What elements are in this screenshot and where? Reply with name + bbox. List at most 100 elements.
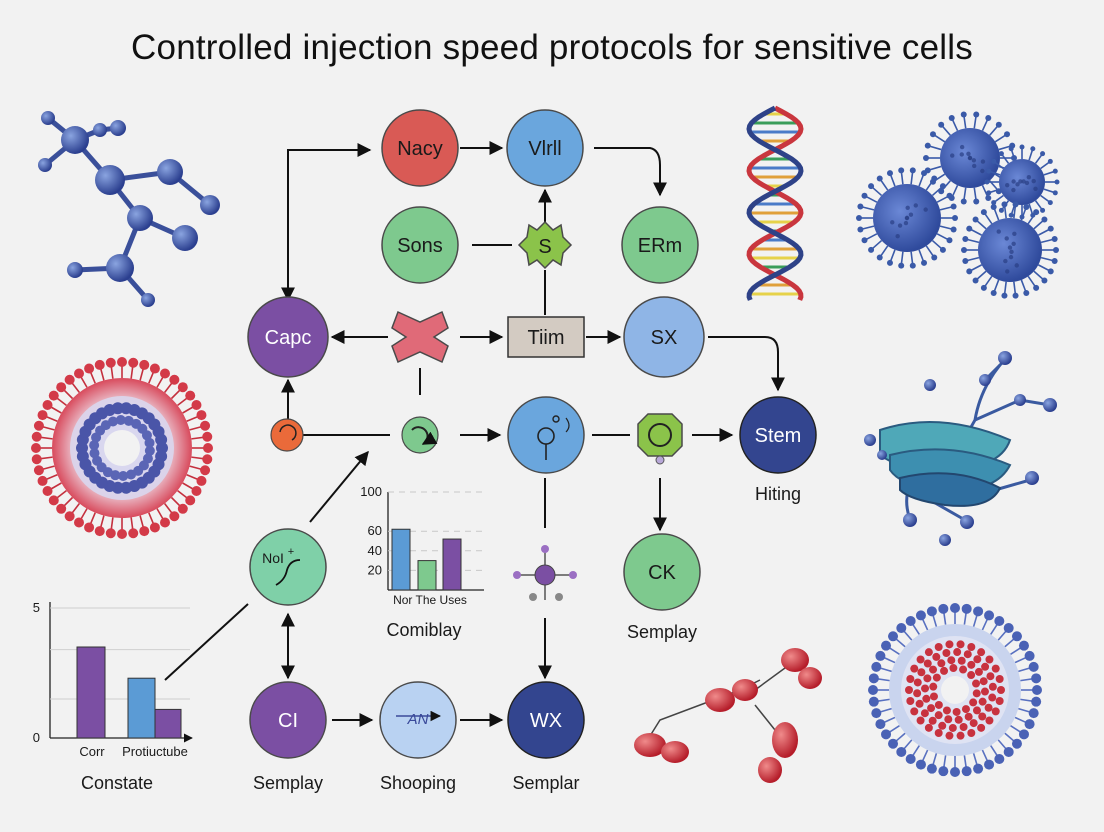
gear-hole xyxy=(648,423,672,447)
node-label: S xyxy=(538,236,551,258)
chart-x-label: Nor The Uses xyxy=(393,593,467,607)
node-box xyxy=(507,316,585,358)
node-label: CK xyxy=(648,562,676,584)
node-sx: SX xyxy=(623,296,705,378)
atom xyxy=(534,564,556,586)
dna-helix-icon xyxy=(746,105,804,301)
gear-icon xyxy=(517,220,573,270)
node-lightbulb xyxy=(507,396,585,474)
bar xyxy=(154,708,182,739)
node-capc: Capc xyxy=(247,296,329,378)
node-symbol: AN xyxy=(407,711,429,728)
node-erm: ERm xyxy=(621,206,699,284)
bulb-arc xyxy=(565,417,570,433)
chart-constate: 0 5 Corr Protiuctube Constate xyxy=(33,600,193,793)
node-circle xyxy=(249,681,327,759)
bar xyxy=(127,677,156,739)
protein-ribbon-icon xyxy=(864,351,1057,546)
node-circle xyxy=(379,681,457,759)
atom xyxy=(513,571,521,579)
y-tick-label: 20 xyxy=(368,562,382,577)
node-circle xyxy=(401,416,439,454)
node-label: Nacy xyxy=(397,138,443,160)
node-noi: NoI + xyxy=(249,528,327,606)
node-circle xyxy=(247,296,329,378)
node-label: CI xyxy=(278,710,298,732)
node-label: NoI xyxy=(262,550,284,566)
cross-icon xyxy=(391,310,449,364)
atom xyxy=(555,593,563,601)
red-blood-cells-icon xyxy=(634,648,822,783)
node-circle xyxy=(623,296,705,378)
node-label: Capc xyxy=(265,327,312,349)
x-tick-label: Corr xyxy=(79,744,105,759)
edge-sx-stem xyxy=(708,336,785,392)
node-label: ERm xyxy=(638,235,682,257)
chart-comiblay: 20 40 60 100 Nor The Uses Comiblay xyxy=(360,484,484,640)
hiting-label: Hiting xyxy=(755,484,801,504)
node-cycle xyxy=(401,416,439,454)
edge-chart-noi xyxy=(164,603,249,681)
node-wx: WX Semplar xyxy=(507,681,585,793)
semplay-right-label: Semplay xyxy=(627,622,697,642)
node-label: Tiim xyxy=(527,327,564,349)
node-circle xyxy=(270,418,304,452)
x-tick-label: Protiuctube xyxy=(122,744,188,759)
node-shooping: AN Shooping xyxy=(379,681,457,793)
curve-icon xyxy=(275,559,301,586)
page-title: Controlled injection speed protocols for… xyxy=(131,28,973,67)
semplar-label: Semplar xyxy=(512,773,579,793)
bar xyxy=(76,646,106,739)
gear-icon xyxy=(637,413,683,457)
node-ci: CI Semplay xyxy=(249,681,327,793)
bar xyxy=(442,538,462,591)
edge-capc-nacy xyxy=(281,143,372,302)
node-vlrll: Vlrll xyxy=(506,109,584,187)
node-gear-green xyxy=(637,413,683,465)
node-s-gear: S xyxy=(517,220,573,270)
node-sup: + xyxy=(288,546,294,558)
node-orange xyxy=(270,418,304,452)
bulb-dot xyxy=(552,415,560,423)
node-label: WX xyxy=(530,710,562,732)
spiked-virus-icon xyxy=(31,357,213,539)
node-circle xyxy=(507,681,585,759)
node-molecule-small xyxy=(513,545,577,601)
chart-title: Constate xyxy=(81,773,153,793)
node-circle xyxy=(381,109,459,187)
node-label: Sons xyxy=(397,235,443,257)
atom xyxy=(569,571,577,579)
bar xyxy=(391,528,411,591)
chart-title: Comiblay xyxy=(386,620,461,640)
cycle-icon xyxy=(279,424,297,441)
node-ck: CK Semplay xyxy=(623,533,701,642)
node-sons: Sons xyxy=(381,206,459,284)
virus-cluster-icon xyxy=(856,111,1060,299)
y-tick-label: 40 xyxy=(368,543,382,558)
spherical-virus-icon xyxy=(868,603,1042,777)
node-label: Vlrll xyxy=(528,138,561,160)
edge-vlrll-erm xyxy=(594,147,667,197)
y-tick-label: 5 xyxy=(33,600,40,615)
atom xyxy=(529,593,537,601)
edges xyxy=(164,141,785,727)
y-tick-label: 60 xyxy=(368,523,382,538)
node-label: Stem xyxy=(755,425,802,447)
y-tick-label: 100 xyxy=(360,484,382,499)
node-circle xyxy=(507,396,585,474)
y-tick-label: 0 xyxy=(33,730,40,745)
node-circle xyxy=(623,533,701,611)
gear-dot xyxy=(655,455,665,465)
shooping-label: Shooping xyxy=(380,773,456,793)
atom xyxy=(541,545,549,553)
node-circle xyxy=(739,396,817,474)
node-circle xyxy=(381,206,459,284)
node-nacy: Nacy xyxy=(381,109,459,187)
bar xyxy=(417,560,437,591)
node-stem: Stem Hiting xyxy=(739,396,817,504)
cycle-icon xyxy=(411,426,438,445)
node-circle xyxy=(621,206,699,284)
node-circle xyxy=(506,109,584,187)
semplay-left-label: Semplay xyxy=(253,773,323,793)
